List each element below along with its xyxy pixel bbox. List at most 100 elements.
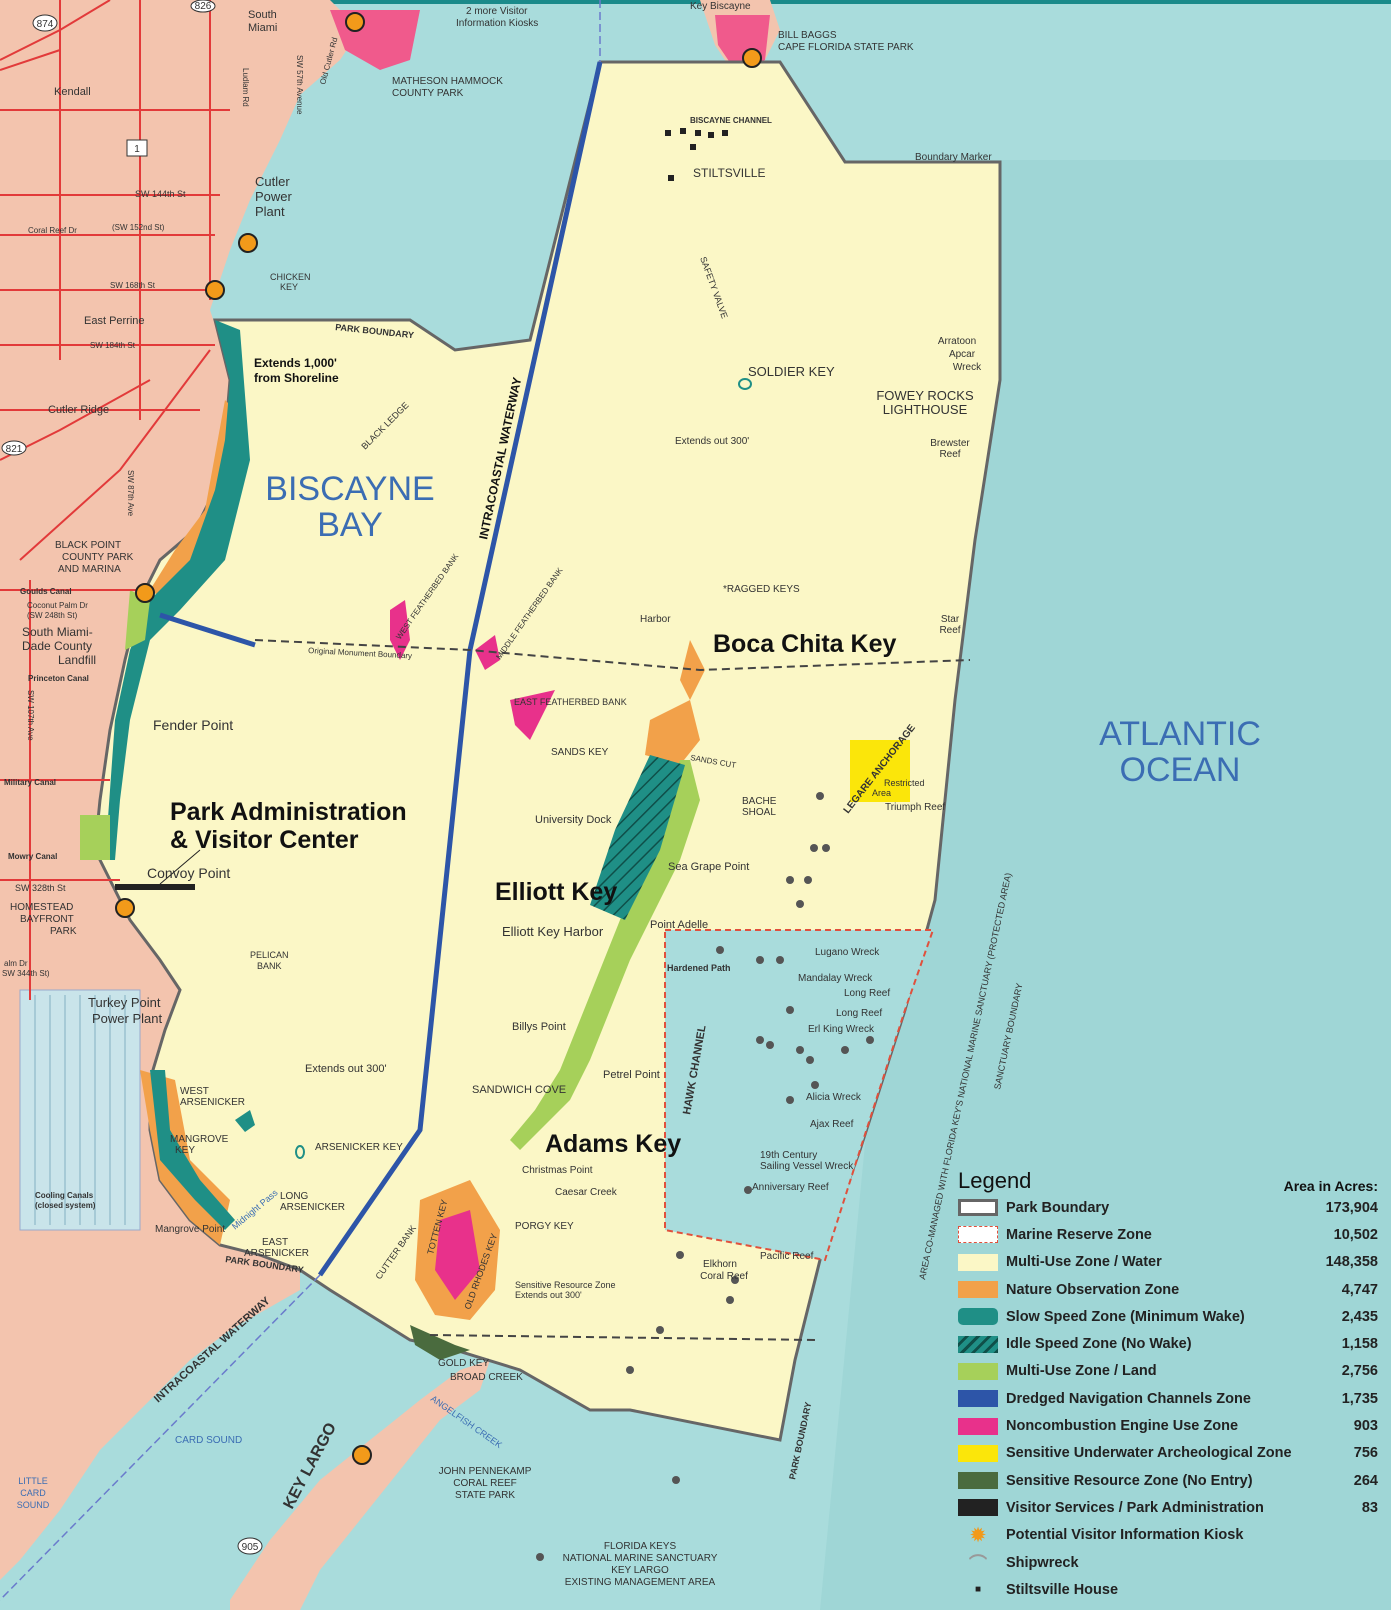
legend-item-label: Slow Speed Zone (Minimum Wake) [1006, 1308, 1245, 1325]
shield-826: 826 [195, 1, 212, 12]
label-kendall: Kendall [54, 86, 91, 98]
label-biscayne-channel: BISCAYNE CHANNEL [690, 116, 772, 125]
legend-item-acres: 83 [1361, 1499, 1378, 1516]
label-stiltsville: STILTSVILLE [693, 166, 765, 180]
noncombustion-west-featherbed [390, 600, 410, 660]
legend-item-label: Marine Reserve Zone [1006, 1226, 1152, 1243]
slow-speed-zone-south [150, 1070, 235, 1230]
legend-swatch [958, 1444, 998, 1462]
label-sea-grape: Sea Grape Point [668, 861, 749, 873]
legend-swatch [958, 1281, 998, 1299]
legend-item-label: Nature Observation Zone [1006, 1281, 1180, 1298]
shipwreck-icon: ⌒ [969, 1553, 987, 1574]
label-sw87: SW 87th Ave [126, 470, 135, 517]
legend-symbols: ✹Potential Visitor Information Kiosk⌒Shi… [958, 1522, 1378, 1604]
label-arsenicker-key: ARSENICKER KEY [315, 1142, 403, 1153]
label-harbor: Harbor [640, 614, 671, 625]
legend-item: Marine Reserve Zone 10,502 [958, 1221, 1378, 1248]
label-princeton: Princeton Canal [28, 674, 89, 683]
legend-swatch [958, 1226, 998, 1244]
legend-item-label: Park Boundary [1006, 1199, 1110, 1216]
label-mowry: Mowry Canal [8, 852, 57, 861]
idle-speed-zone [590, 755, 685, 920]
legend-symbol-label: Stiltsville House [1006, 1581, 1119, 1598]
label-extends-300a: Extends out 300' [675, 436, 749, 447]
legend-item-acres: 1,158 [1341, 1336, 1378, 1353]
label-goulds: Goulds Canal [20, 587, 72, 596]
label-sw144: SW 144th St [135, 189, 186, 199]
noncombustion-totten [435, 1210, 480, 1300]
legend-symbol: ■ Stiltsville House [958, 1576, 1378, 1603]
noncombustion-middle [475, 635, 500, 670]
navigation-channels [159, 61, 603, 1277]
label-card-sound: CARD SOUND [175, 1435, 242, 1446]
adams-key-label: Adams Key [545, 1130, 681, 1158]
sun-kiosk-icon: ✹ [970, 1524, 986, 1545]
legend-swatch [958, 1362, 998, 1380]
legend-swatch [958, 1253, 998, 1271]
west-arsenicker-marker [235, 1110, 255, 1132]
label-caesar: Caesar Creek [555, 1187, 618, 1198]
label-coconut-palm: Coconut Palm Dr(SW 248th St) [27, 601, 88, 620]
legend-swatch [958, 1499, 998, 1517]
marine-reserve-zone [664, 929, 935, 1262]
legend-item-acres: 756 [1353, 1445, 1378, 1462]
legend-item-label: Noncombustion Engine Use Zone [1006, 1418, 1239, 1435]
legend-symbol-label: Potential Visitor Information Kiosk [1006, 1527, 1244, 1544]
label-petrel: Petrel Point [603, 1069, 660, 1081]
legend-swatch [958, 1199, 998, 1217]
legend-symbol: ✹ Potential Visitor Information Kiosk [958, 1522, 1378, 1549]
soldier-key-marker [738, 378, 752, 390]
original-monument-boundary [254, 639, 971, 672]
archeological-zone [850, 740, 910, 802]
label-sw184: SW 184th St [90, 341, 136, 350]
sensitive-resource-zone [410, 1325, 470, 1360]
label-military: Military Canal [4, 778, 56, 787]
shield-1: 1 [134, 144, 140, 155]
stilt-house-icon: ■ [974, 1584, 982, 1596]
label-extends-300b: Extends out 300' [305, 1063, 387, 1075]
label-erl-king: Erl King Wreck [808, 1024, 875, 1035]
elliott-key-label: Elliott Key [495, 878, 617, 906]
label-ludlam: Ludlam Rd [241, 68, 250, 107]
label-billys: Billys Point [512, 1021, 566, 1033]
land-black-point [125, 590, 150, 650]
label-long-reef2: Long Reef [836, 1008, 882, 1019]
arsenicker-key-marker [295, 1145, 305, 1159]
legend-item-label: Idle Speed Zone (No Wake) [1006, 1336, 1192, 1353]
legend-item-acres: 2,435 [1341, 1308, 1378, 1325]
nature-zone-shore [150, 400, 245, 600]
legend-swatch [958, 1335, 998, 1353]
legend-item-acres: 1,735 [1341, 1390, 1378, 1407]
legend-item: Idle Speed Zone (No Wake) 1,158 [958, 1330, 1378, 1357]
park-admin-label: Park Administration& Visitor Center [170, 798, 407, 854]
label-key-biscayne: Key Biscayne [690, 1, 751, 12]
legend-item-acres: 10,502 [1333, 1226, 1378, 1243]
label-convoy: Convoy Point [147, 865, 230, 881]
label-east-perrine: East Perrine [84, 315, 145, 327]
